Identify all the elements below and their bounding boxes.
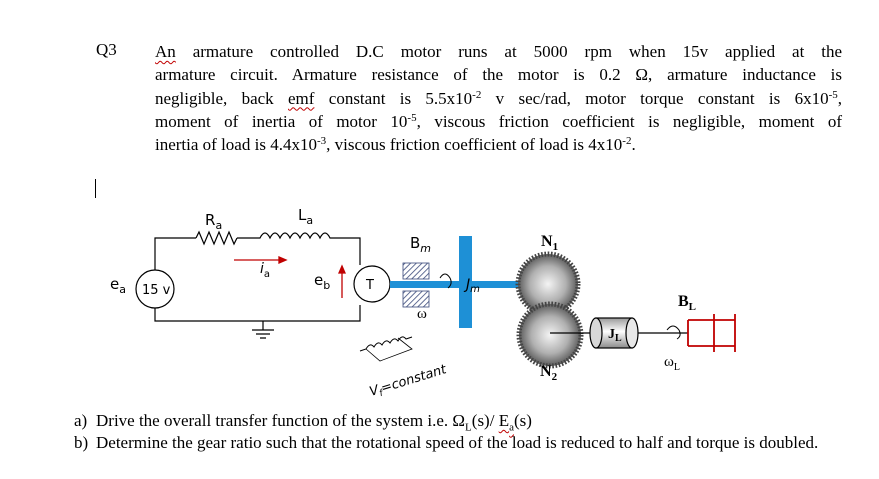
question-line: inertia of load is 4.4x10-3, viscous fri… [155,133,842,156]
text-run: inertia of load is 4.4x10 [155,135,317,155]
text-run: constant is 5.5x10 [314,88,473,108]
label-eb: eb [314,271,330,292]
text-run: , viscous friction coefficient is neglig… [416,111,842,131]
subscript: L [465,421,472,434]
label-ea: ea [110,275,126,296]
sub-question-item: b) Determine the gear ratio such that the… [74,432,844,454]
superscript: -2 [622,135,632,148]
label-omegaL: ωL [664,354,680,373]
back-emf-arrow [338,264,346,298]
text-run: E [498,411,510,430]
load-inertia [589,317,639,349]
text-run: moment of inertia of motor 10 [155,111,408,131]
question-text: An armature controlled D.C motor runs at… [155,40,842,156]
superscript: -3 [316,135,327,148]
label-Jm: Jm [463,277,480,295]
text-run: armature circuit. Armature resistance of… [155,65,842,85]
text-run: emf [288,88,315,108]
label-N1: N1 [541,233,558,253]
bearing-bottom [402,290,430,308]
superscript: -2 [472,88,482,101]
label-JL: JL [608,327,622,344]
text-run: armature controlled D.C motor runs at 50… [175,42,842,61]
load-friction-curl [666,325,681,340]
armature-circuit [154,230,361,339]
rotor-inertia [459,236,472,328]
text-run: v sec/rad, motor torque constant is 6x10 [481,88,829,108]
field-coil [359,336,413,362]
superscript: -5 [407,111,417,124]
motor-label: T [365,278,374,293]
label-La: La [298,206,313,227]
source-label: 15 v [142,283,171,298]
question-line: An armature controlled D.C motor runs at… [155,40,842,63]
text-run: , [837,88,842,108]
current-arrow [234,256,288,264]
question-line: armature circuit. Armature resistance of… [155,63,842,86]
text-run: (s)/ [471,411,499,430]
label-BL: BL [678,293,696,313]
text-run: . [631,135,636,155]
text-run: Determine the gear ratio such that the r… [96,433,819,452]
question-number: Q3 [96,40,117,59]
text-cursor [95,179,96,198]
voltage-source [135,269,175,309]
item-marker: a) [74,411,88,430]
label-Ra: Ra [205,211,222,232]
question-line: moment of inertia of motor 10-5, viscous… [155,110,842,133]
text-run: Drive the overall transfer function of t… [96,411,466,430]
gear-shaft [472,281,532,288]
text-run: , viscous friction coefficient of load i… [326,135,623,155]
text-run: (s) [513,411,532,430]
label-ia: ia [260,261,270,280]
bearing-top [402,262,430,280]
ground-symbol [252,329,274,339]
item-marker: b) [74,433,89,452]
gear-N1 [515,251,581,317]
label-Bm: Bm [410,234,431,255]
text-run: negligible, back [155,88,288,108]
resistor-Ra [195,230,238,246]
sub-questions: a) Drive the overall transfer function of… [74,410,844,454]
friction-curl [439,273,452,289]
sub-question-item: a) Drive the overall transfer function of… [74,410,844,434]
text-run: An [155,42,176,61]
superscript: -5 [828,88,838,101]
label-omega: ω [417,306,427,322]
gear-N2 [516,301,584,369]
motor-shaft [390,281,462,288]
load-damper [687,314,736,352]
left-wire [154,305,361,322]
label-vf: Vf=constant [368,362,450,402]
inductor-La [237,232,361,265]
label-N2: N2 [540,363,558,383]
top-wire-left [154,237,196,285]
subscript: a [509,421,514,434]
question-line: negligible, back emf constant is 5.5x10-… [155,87,842,110]
